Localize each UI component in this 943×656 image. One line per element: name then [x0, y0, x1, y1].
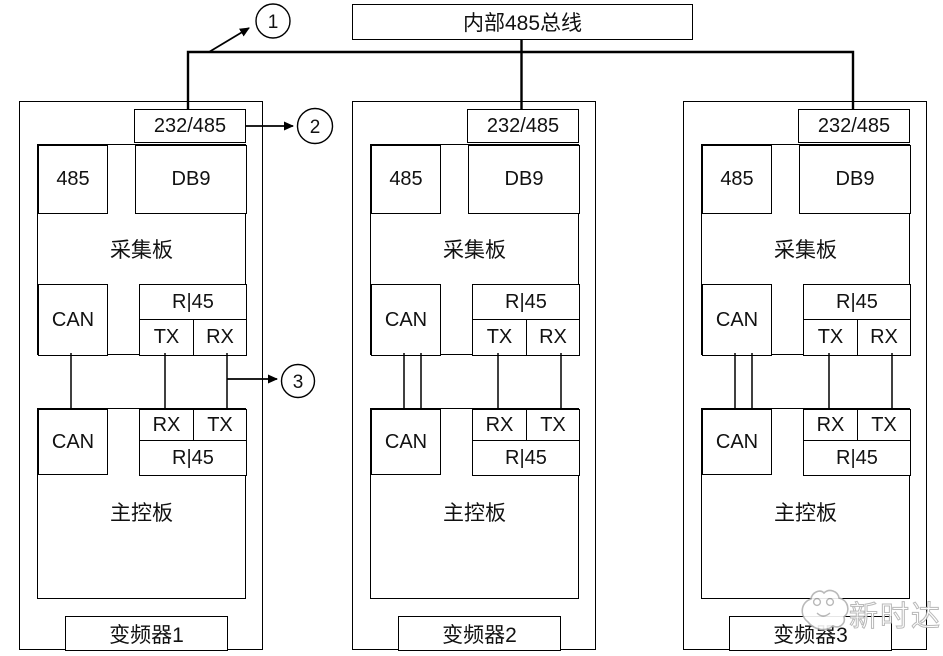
tx-port: TX — [526, 409, 580, 441]
rx-port: RX — [526, 319, 580, 356]
tx-port: TX — [193, 409, 247, 441]
collector-board: 485 DB9 采集板 CAN R|45 TX RX — [701, 144, 911, 356]
tx-port: TX — [472, 319, 527, 356]
annotation-number-3: 3 — [293, 372, 304, 393]
port-rj45-box: R|45 — [472, 284, 580, 320]
port-db9-box: DB9 — [468, 145, 580, 214]
port-can-box: CAN — [371, 284, 441, 356]
annotation-circle-1 — [255, 3, 291, 39]
callout-arrow-1 — [208, 27, 250, 53]
main-control-board: CAN RX TX R|45 主控板 — [370, 408, 580, 599]
rx-port: RX — [803, 409, 858, 441]
bus-label-box: 内部485总线 — [352, 4, 693, 40]
collector-board-title: 采集板 — [110, 239, 173, 262]
port-can-box: CAN — [38, 409, 108, 475]
collector-board-title: 采集板 — [443, 239, 506, 262]
collector-board: 485 DB9 采集板 CAN R|45 TX RX — [37, 144, 247, 356]
annotation-circle-3 — [280, 363, 316, 399]
port-485-box: 485 — [38, 145, 108, 214]
port-db9-box: DB9 — [799, 145, 911, 214]
annotation-number-2: 2 — [310, 117, 321, 138]
port-can-box: CAN — [38, 284, 108, 356]
port-rj45-box: R|45 — [139, 284, 247, 320]
port-rj45-box: R|45 — [803, 440, 911, 476]
port-rj45-box: R|45 — [803, 284, 911, 320]
rx-port: RX — [193, 319, 247, 356]
mainboard-title: 主控板 — [110, 502, 173, 525]
gateway-232-485-box: 232/485 — [798, 109, 910, 143]
mainboard-title: 主控板 — [443, 502, 506, 525]
collector-board: 485 DB9 采集板 CAN R|45 TX RX — [370, 144, 580, 356]
rx-port: RX — [139, 409, 194, 441]
inverter-label-box: 变频器1 — [65, 616, 228, 651]
tx-port: TX — [803, 319, 858, 356]
inverter-unit-1: 232/485 485 DB9 采集板 CAN R|45 TX RX CAN R… — [19, 101, 263, 651]
main-control-board: CAN RX TX R|45 主控板 — [37, 408, 247, 599]
inverter-unit-2: 232/485 485 DB9 采集板 CAN R|45 TX RX CAN R… — [352, 101, 596, 651]
inverter-label-box: 变频器3 — [729, 616, 892, 651]
collector-board-title: 采集板 — [774, 239, 837, 262]
tx-port: TX — [139, 319, 194, 356]
port-db9-box: DB9 — [135, 145, 247, 214]
port-can-box: CAN — [702, 409, 772, 475]
main-control-board: CAN RX TX R|45 主控板 — [701, 408, 911, 599]
rx-port: RX — [857, 319, 911, 356]
port-can-box: CAN — [371, 409, 441, 475]
port-rj45-box: R|45 — [472, 440, 580, 476]
port-485-box: 485 — [371, 145, 441, 214]
inverter-label-box: 变频器2 — [398, 616, 561, 651]
annotation-number-1: 1 — [268, 12, 279, 33]
tx-port: TX — [857, 409, 911, 441]
port-485-box: 485 — [702, 145, 772, 214]
gateway-232-485-box: 232/485 — [467, 109, 579, 143]
port-can-box: CAN — [702, 284, 772, 356]
port-rj45-box: R|45 — [139, 440, 247, 476]
mainboard-title: 主控板 — [774, 502, 837, 525]
annotation-circle-2 — [296, 107, 334, 145]
inverter-unit-3: 232/485 485 DB9 采集板 CAN R|45 TX RX CAN R… — [683, 101, 927, 651]
rx-port: RX — [472, 409, 527, 441]
gateway-232-485-box: 232/485 — [134, 109, 246, 143]
